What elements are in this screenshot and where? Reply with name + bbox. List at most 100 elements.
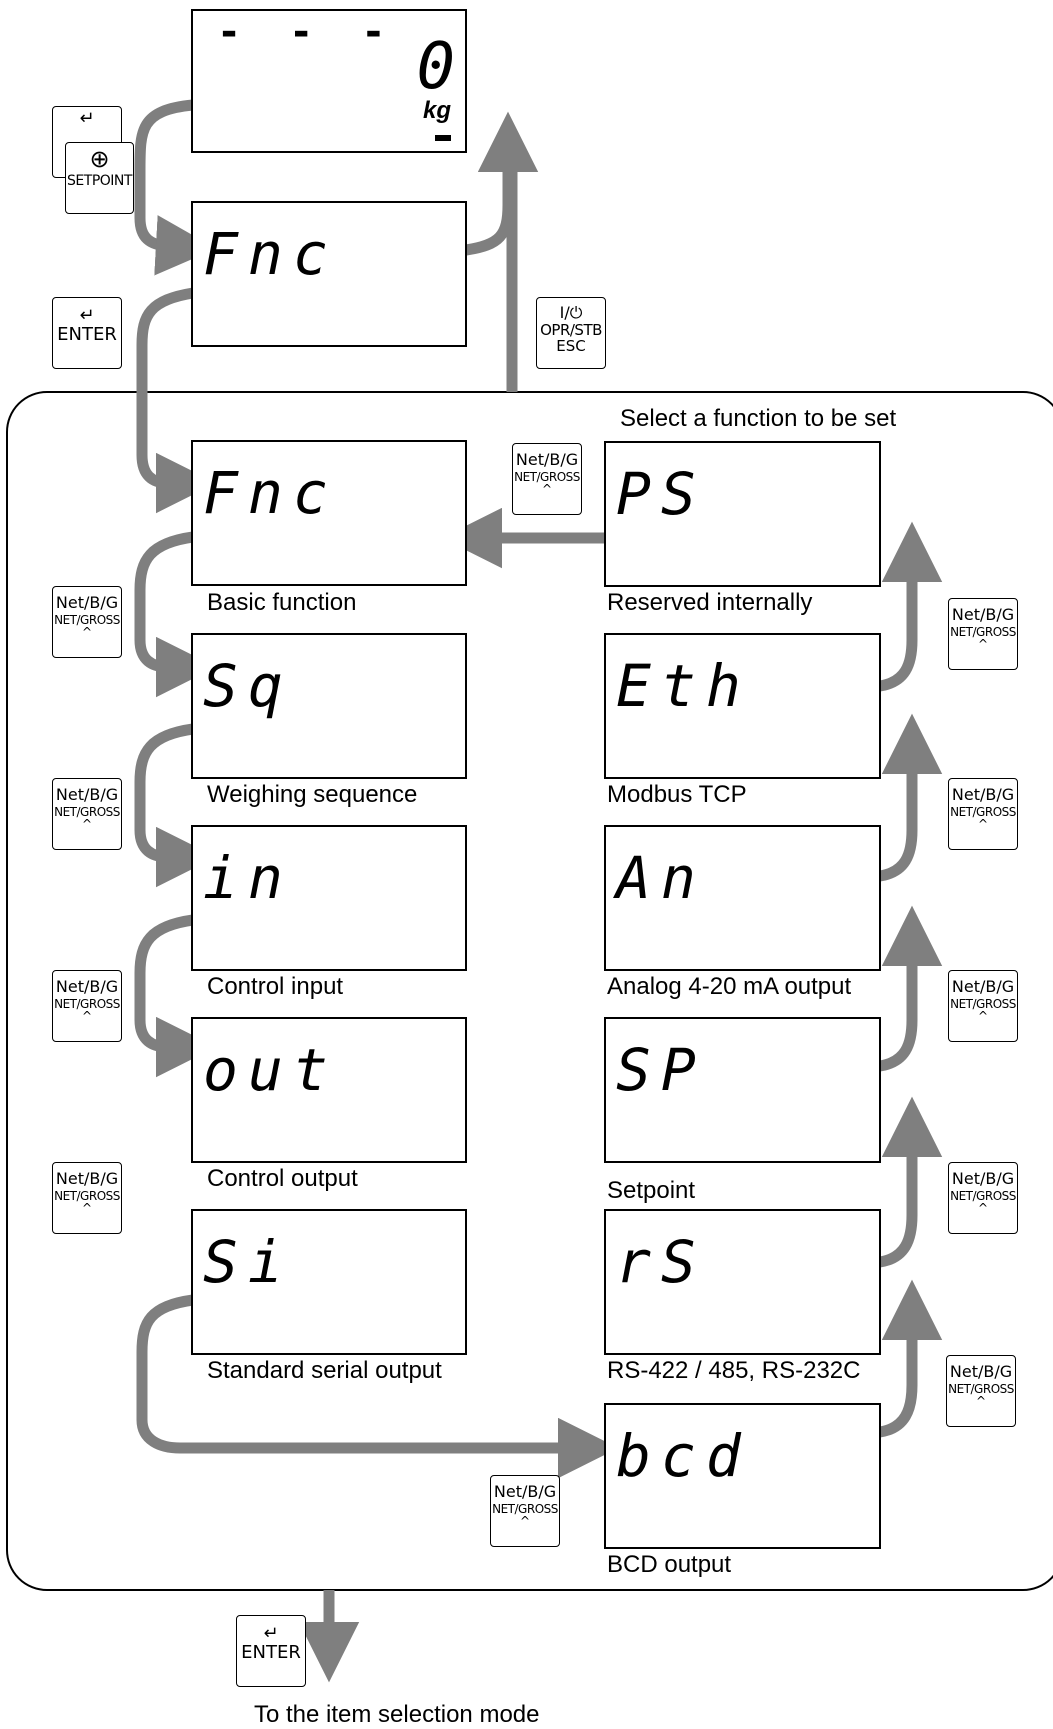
arrow-fnc-to-sq <box>134 531 217 698</box>
net-gross-key-left-1[interactable]: Net/B/G NET/GROSS ^ <box>52 586 122 658</box>
setpoint-key[interactable]: ⊕ SETPOINT <box>65 142 134 214</box>
display-si: Si <box>191 1209 467 1355</box>
enter-key-label: ENTER <box>57 324 117 345</box>
display-sq: Sq <box>191 633 467 779</box>
up-caret-icon: ^ <box>541 482 553 496</box>
label-reserved-internally: Reserved internally <box>607 589 813 616</box>
netgross-label: NET/GROSS <box>950 805 1016 819</box>
netbg-label: Net/B/G <box>951 605 1015 624</box>
stable-indicator <box>435 135 451 141</box>
enter-arrow-icon: ↵ <box>263 1623 279 1644</box>
netbg-label: Net/B/G <box>55 785 119 804</box>
enter-key[interactable]: ↵ ENTER <box>52 297 122 369</box>
netgross-label: NET/GROSS <box>492 1502 558 1516</box>
netgross-label: NET/GROSS <box>950 1189 1016 1203</box>
netbg-label: Net/B/G <box>493 1482 557 1501</box>
netbg-label: Net/B/G <box>951 977 1015 996</box>
arrow-main-to-fnc <box>134 99 217 276</box>
netgross-label: NET/GROSS <box>950 997 1016 1011</box>
display-code: Sq <box>203 652 293 720</box>
netbg-label: Net/B/G <box>55 1169 119 1188</box>
enter-key-label: ENTER <box>241 1642 301 1663</box>
display-code: Si <box>203 1228 293 1296</box>
label-control-output: Control output <box>207 1165 358 1192</box>
netgross-label: NET/GROSS <box>54 1189 120 1203</box>
arrow-enter-to-panel <box>136 287 217 514</box>
display-code: rS <box>616 1228 706 1296</box>
label-control-input: Control input <box>207 973 344 1000</box>
opr-stb-esc-key[interactable]: I/⏻ OPR/STB ESC <box>536 297 606 369</box>
netgross-label: NET/GROSS <box>950 625 1016 639</box>
up-caret-icon: ^ <box>81 817 93 831</box>
up-caret-icon: ^ <box>977 1201 989 1215</box>
arrow-in-to-out <box>134 914 217 1078</box>
label-bcd-output: BCD output <box>607 1551 732 1578</box>
display-code: PS <box>616 460 706 528</box>
display-ps: PS <box>604 441 881 587</box>
netgross-label: NET/GROSS <box>948 1382 1014 1396</box>
netbg-label: Net/B/G <box>951 1169 1015 1188</box>
netbg-label: Net/B/G <box>515 450 579 469</box>
panel-title: Select a function to be set <box>620 405 897 432</box>
arrow-bcd-to-rs <box>878 1279 943 1438</box>
main-display-value: 0 <box>416 30 455 104</box>
up-caret-icon: ^ <box>977 1009 989 1023</box>
footer-text: To the item selection mode <box>254 1701 540 1728</box>
up-caret-icon: ^ <box>81 1201 93 1215</box>
net-gross-key-right-5[interactable]: Net/B/G NET/GROSS ^ <box>946 1355 1016 1427</box>
netgross-label: NET/GROSS <box>514 470 580 484</box>
arrow-an-to-eth <box>878 713 943 882</box>
label-weighing-sequence: Weighing sequence <box>207 781 418 808</box>
display-out: out <box>191 1017 467 1163</box>
arrow-eth-to-ps <box>878 521 943 692</box>
net-gross-key-bottom[interactable]: Net/B/G NET/GROSS ^ <box>490 1475 560 1547</box>
display-bcd: bcd <box>604 1403 881 1549</box>
arrow-sp-to-an <box>878 905 943 1072</box>
main-display: - - - 0 kg <box>191 9 467 153</box>
up-caret-icon: ^ <box>519 1514 531 1528</box>
netbg-label: Net/B/G <box>951 785 1015 804</box>
enter-arrow-icon: ↵ <box>79 305 95 326</box>
net-gross-key-right-1[interactable]: Net/B/G NET/GROSS ^ <box>948 598 1018 670</box>
net-gross-key-right-3[interactable]: Net/B/G NET/GROSS ^ <box>948 970 1018 1042</box>
enter-key-bottom[interactable]: ↵ ENTER <box>236 1615 306 1687</box>
fnc-code-top: Fnc <box>203 220 338 288</box>
net-gross-key-right-2[interactable]: Net/B/G NET/GROSS ^ <box>948 778 1018 850</box>
main-display-unit: kg <box>422 97 451 124</box>
netgross-label: NET/GROSS <box>54 805 120 819</box>
enter-arrow-icon: ↵ <box>79 108 95 129</box>
display-code: SP <box>616 1036 706 1104</box>
net-gross-key-right-4[interactable]: Net/B/G NET/GROSS ^ <box>948 1162 1018 1234</box>
arrow-fnc-to-main <box>465 111 539 256</box>
setpoint-key-label: SETPOINT <box>67 173 132 189</box>
netgross-label: NET/GROSS <box>54 613 120 627</box>
display-an: An <box>604 825 881 971</box>
display-in: in <box>191 825 467 971</box>
up-caret-icon: ^ <box>81 1009 93 1023</box>
net-gross-key-ps[interactable]: Net/B/G NET/GROSS ^ <box>512 443 582 515</box>
net-gross-key-left-2[interactable]: Net/B/G NET/GROSS ^ <box>52 778 122 850</box>
net-gross-key-left-4[interactable]: Net/B/G NET/GROSS ^ <box>52 1162 122 1234</box>
label-modbus-tcp: Modbus TCP <box>607 781 747 808</box>
display-code: Eth <box>616 652 751 720</box>
esc-label: ESC <box>556 337 586 355</box>
label-setpoint: Setpoint <box>607 1177 696 1204</box>
up-caret-icon: ^ <box>81 625 93 639</box>
netbg-label: Net/B/G <box>949 1362 1013 1381</box>
opr-stb-label: OPR/STB <box>540 321 602 339</box>
netbg-label: Net/B/G <box>55 977 119 996</box>
setpoint-icon: ⊕ <box>89 145 110 173</box>
display-code: in <box>203 844 293 912</box>
fnc-display-top: Fnc <box>191 201 467 347</box>
label-analog-output: Analog 4-20 mA output <box>607 973 852 1000</box>
main-display-dashes: - - - <box>217 9 398 55</box>
arrow-si-to-bcd <box>136 1294 619 1479</box>
power-label: I/⏻ <box>559 303 583 322</box>
label-basic-function: Basic function <box>207 589 357 616</box>
netgross-label: NET/GROSS <box>54 997 120 1011</box>
arrow-rs-to-sp <box>878 1096 943 1268</box>
net-gross-key-left-3[interactable]: Net/B/G NET/GROSS ^ <box>52 970 122 1042</box>
netbg-label: Net/B/G <box>55 593 119 612</box>
up-caret-icon: ^ <box>975 1394 987 1408</box>
